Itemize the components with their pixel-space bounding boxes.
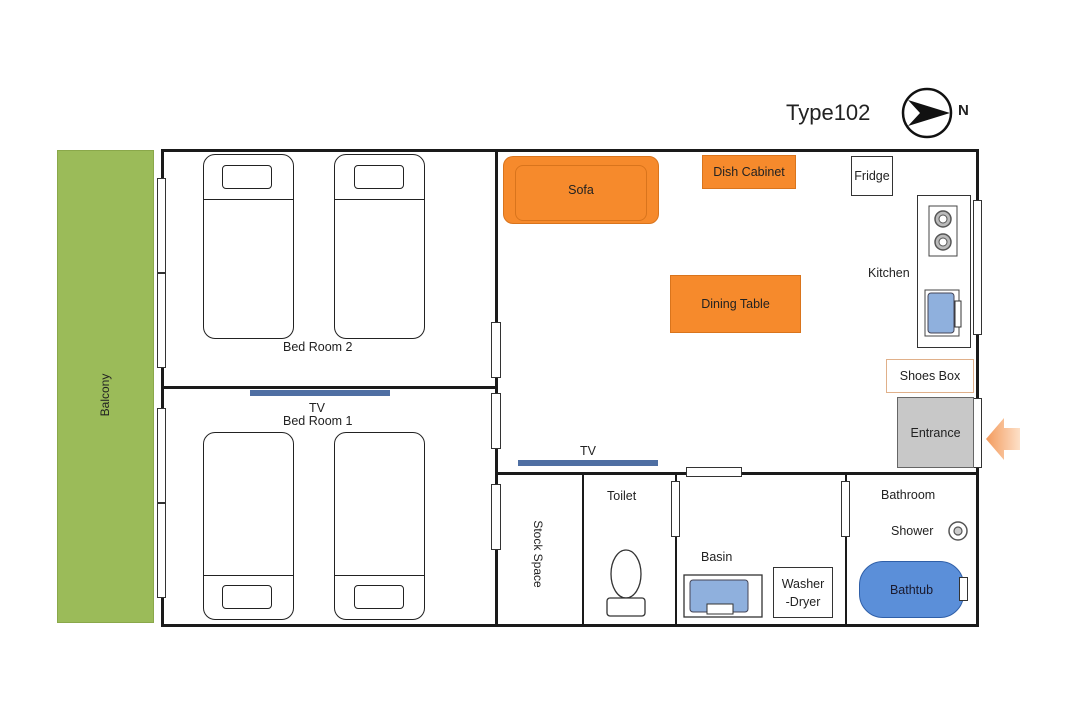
plan-title: Type102 xyxy=(786,100,871,125)
stock-space-label: Stock Space xyxy=(531,520,545,588)
toilet-icon xyxy=(604,548,648,623)
kitchen-label: Kitchen xyxy=(868,266,910,280)
window-right-kitchen xyxy=(973,200,982,335)
bedroom2-label: Bed Room 2 xyxy=(283,340,353,354)
door-bathroom xyxy=(841,481,850,537)
balcony xyxy=(57,150,154,623)
kitchen-sink-icon xyxy=(924,289,964,342)
window-left-3 xyxy=(157,408,166,503)
basin-icon xyxy=(683,574,763,623)
bed-2a-fold xyxy=(204,199,293,201)
wall-right xyxy=(976,149,979,627)
sofa: Sofa xyxy=(503,156,659,224)
balcony-label: Balcony xyxy=(98,373,112,417)
fridge: Fridge xyxy=(851,156,893,196)
bed-2b-fold xyxy=(335,199,424,201)
window-left-2 xyxy=(157,273,166,368)
tv-living xyxy=(518,460,658,466)
dish-cabinet-label: Dish Cabinet xyxy=(713,165,785,179)
dining-table: Dining Table xyxy=(670,275,801,333)
shower-label: Shower xyxy=(891,524,934,538)
bathtub: Bathtub xyxy=(859,561,964,618)
bathtub-label: Bathtub xyxy=(889,582,934,597)
wall-toilet-basin xyxy=(675,472,677,627)
door-bedroom1 xyxy=(491,393,501,449)
compass-north-label: N xyxy=(958,102,969,119)
washer-dryer: Washer -Dryer xyxy=(773,567,833,618)
shower-icon xyxy=(947,520,969,547)
bathroom-label: Bathroom xyxy=(881,488,936,502)
entrance-label: Entrance xyxy=(910,425,961,440)
basin-label: Basin xyxy=(701,550,733,564)
bed-1a-pillow xyxy=(222,585,272,609)
wall-bedroom-divider xyxy=(161,386,498,389)
shoes-box: Shoes Box xyxy=(886,359,974,393)
wall-bedroom-living xyxy=(495,149,498,627)
bed-1a-fold xyxy=(204,575,293,577)
sofa-label: Sofa xyxy=(568,183,594,197)
door-service xyxy=(686,467,742,477)
entrance[interactable]: Entrance xyxy=(897,397,974,468)
washer-dryer-label-line1: Washer xyxy=(781,576,825,591)
dish-cabinet: Dish Cabinet xyxy=(702,155,796,189)
compass-icon: N xyxy=(900,86,976,140)
door-stock xyxy=(491,484,501,550)
dining-table-label: Dining Table xyxy=(701,297,770,311)
bed-2a-pillow xyxy=(222,165,272,189)
bed-2b-pillow xyxy=(354,165,404,189)
wall-bottom xyxy=(161,624,979,627)
bedroom1-label: Bed Room 1 xyxy=(283,414,353,428)
bathtub-faucet xyxy=(959,577,968,601)
wall-top xyxy=(161,149,979,152)
bed-1b-pillow xyxy=(354,585,404,609)
wall-stock-toilet xyxy=(582,472,584,627)
toilet-label: Toilet xyxy=(607,489,637,503)
fridge-label: Fridge xyxy=(854,169,890,183)
washer-dryer-label-line2: -Dryer xyxy=(785,594,821,609)
entrance-arrow-icon xyxy=(986,416,1022,467)
window-left-4 xyxy=(157,503,166,598)
door-bedroom2 xyxy=(491,322,501,378)
tv-bedroom xyxy=(250,390,390,396)
door-toilet xyxy=(671,481,680,537)
stove-icon xyxy=(928,205,958,262)
door-entrance xyxy=(973,398,982,468)
tv-bedroom-label: TV xyxy=(309,401,325,415)
shoes-box-label: Shoes Box xyxy=(899,369,961,383)
window-left-1 xyxy=(157,178,166,273)
wall-basin-bathroom xyxy=(845,472,847,627)
tv-living-label: TV xyxy=(580,444,596,458)
bed-1b-fold xyxy=(335,575,424,577)
